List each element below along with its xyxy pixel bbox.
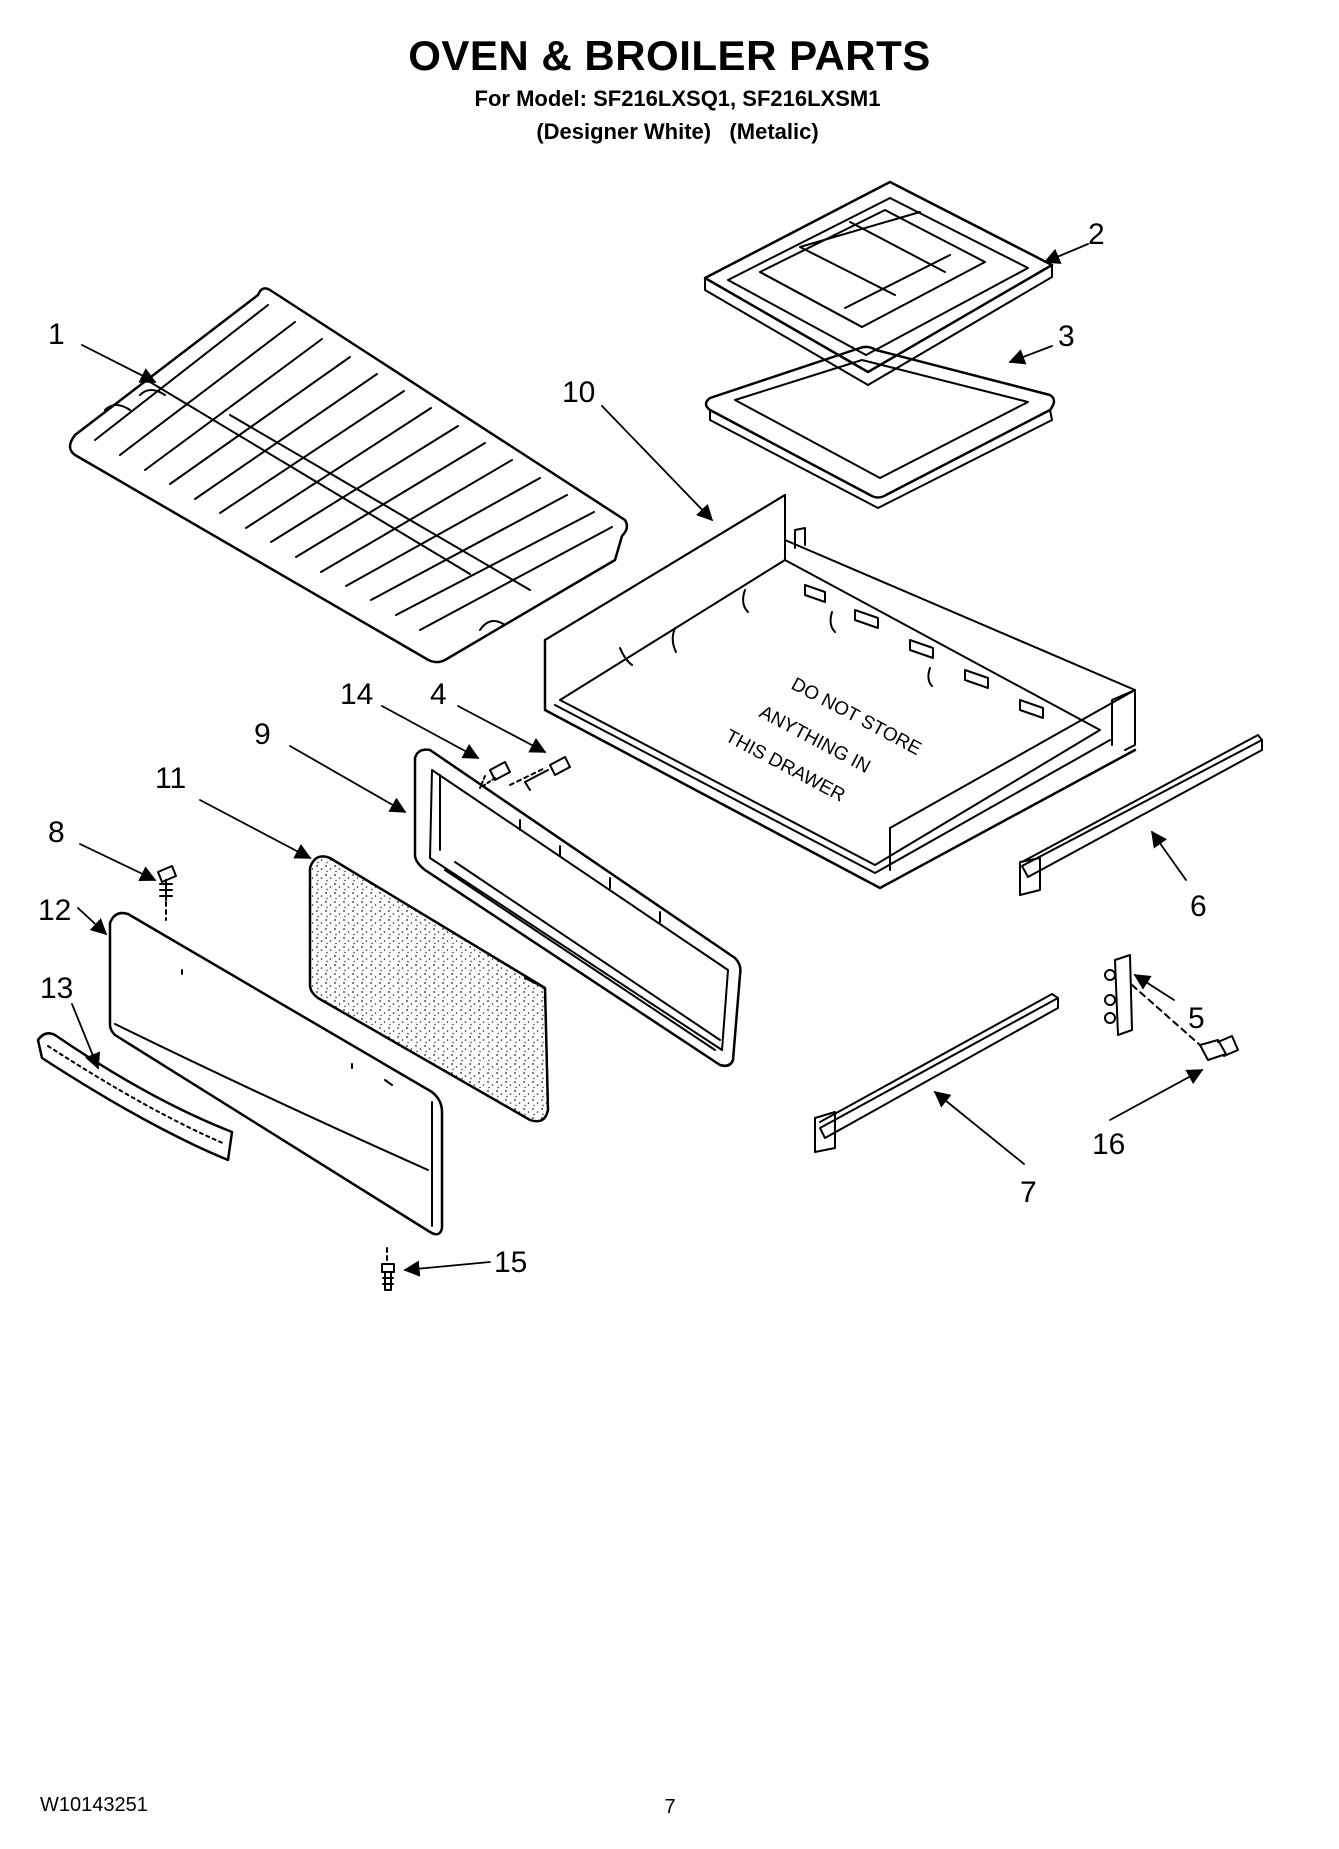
callout-3: 3 bbox=[1058, 320, 1075, 353]
page-title: OVEN & BROILER PARTS bbox=[408, 32, 931, 79]
insulation-pad bbox=[308, 855, 550, 1123]
screw-4 bbox=[509, 756, 571, 791]
storage-drawer bbox=[543, 494, 1137, 890]
callout-5: 5 bbox=[1188, 1002, 1205, 1035]
screw-8 bbox=[157, 865, 177, 921]
rail-bracket bbox=[1104, 954, 1201, 1046]
callout-15: 15 bbox=[494, 1246, 527, 1279]
oven-rack bbox=[68, 287, 629, 664]
drawer-handle bbox=[36, 1032, 234, 1162]
callout-2: 2 bbox=[1088, 218, 1105, 251]
screw-14 bbox=[479, 761, 511, 789]
leader-arrows bbox=[71, 243, 1204, 1277]
callout-1: 1 bbox=[48, 318, 65, 351]
model-line: For Model: SF216LXSQ1, SF216LXSM1 bbox=[0, 86, 1339, 112]
page-number: 7 bbox=[664, 1796, 676, 1818]
drawer-front-panel bbox=[413, 748, 742, 1068]
callout-10: 10 bbox=[562, 376, 595, 409]
broiler-pan-frame bbox=[704, 345, 1056, 509]
document-number: W10143251 bbox=[40, 1794, 148, 1816]
callout-labels: 1 2 3 10 14 4 9 11 8 12 13 6 5 16 7 15 bbox=[38, 218, 1207, 1279]
left-slide-rail bbox=[814, 993, 1059, 1153]
callout-8: 8 bbox=[48, 816, 65, 849]
callout-12: 12 bbox=[38, 894, 71, 927]
callout-14: 14 bbox=[340, 678, 373, 711]
variant-line: (Designer White) (Metalic) bbox=[0, 119, 1339, 145]
callout-6: 6 bbox=[1190, 890, 1207, 923]
broiler-pan bbox=[703, 180, 1054, 386]
callout-11: 11 bbox=[155, 762, 186, 795]
screw-16 bbox=[1199, 1035, 1239, 1061]
callout-16: 16 bbox=[1092, 1128, 1125, 1161]
callout-4: 4 bbox=[430, 678, 447, 711]
drawer-warning: DO NOT STORE ANYTHING IN THIS DRAWER bbox=[722, 674, 925, 807]
screw-15 bbox=[381, 1247, 395, 1291]
callout-13: 13 bbox=[40, 972, 73, 1005]
callout-9: 9 bbox=[254, 718, 271, 751]
model-text: For Model: SF216LXSQ1, SF216LXSM1 bbox=[474, 86, 881, 111]
callout-7: 7 bbox=[1020, 1176, 1037, 1209]
right-slide-rail bbox=[1019, 734, 1263, 896]
variant-text: (Designer White) (Metalic) bbox=[536, 119, 819, 144]
drawer-outer-panel bbox=[108, 911, 444, 1236]
